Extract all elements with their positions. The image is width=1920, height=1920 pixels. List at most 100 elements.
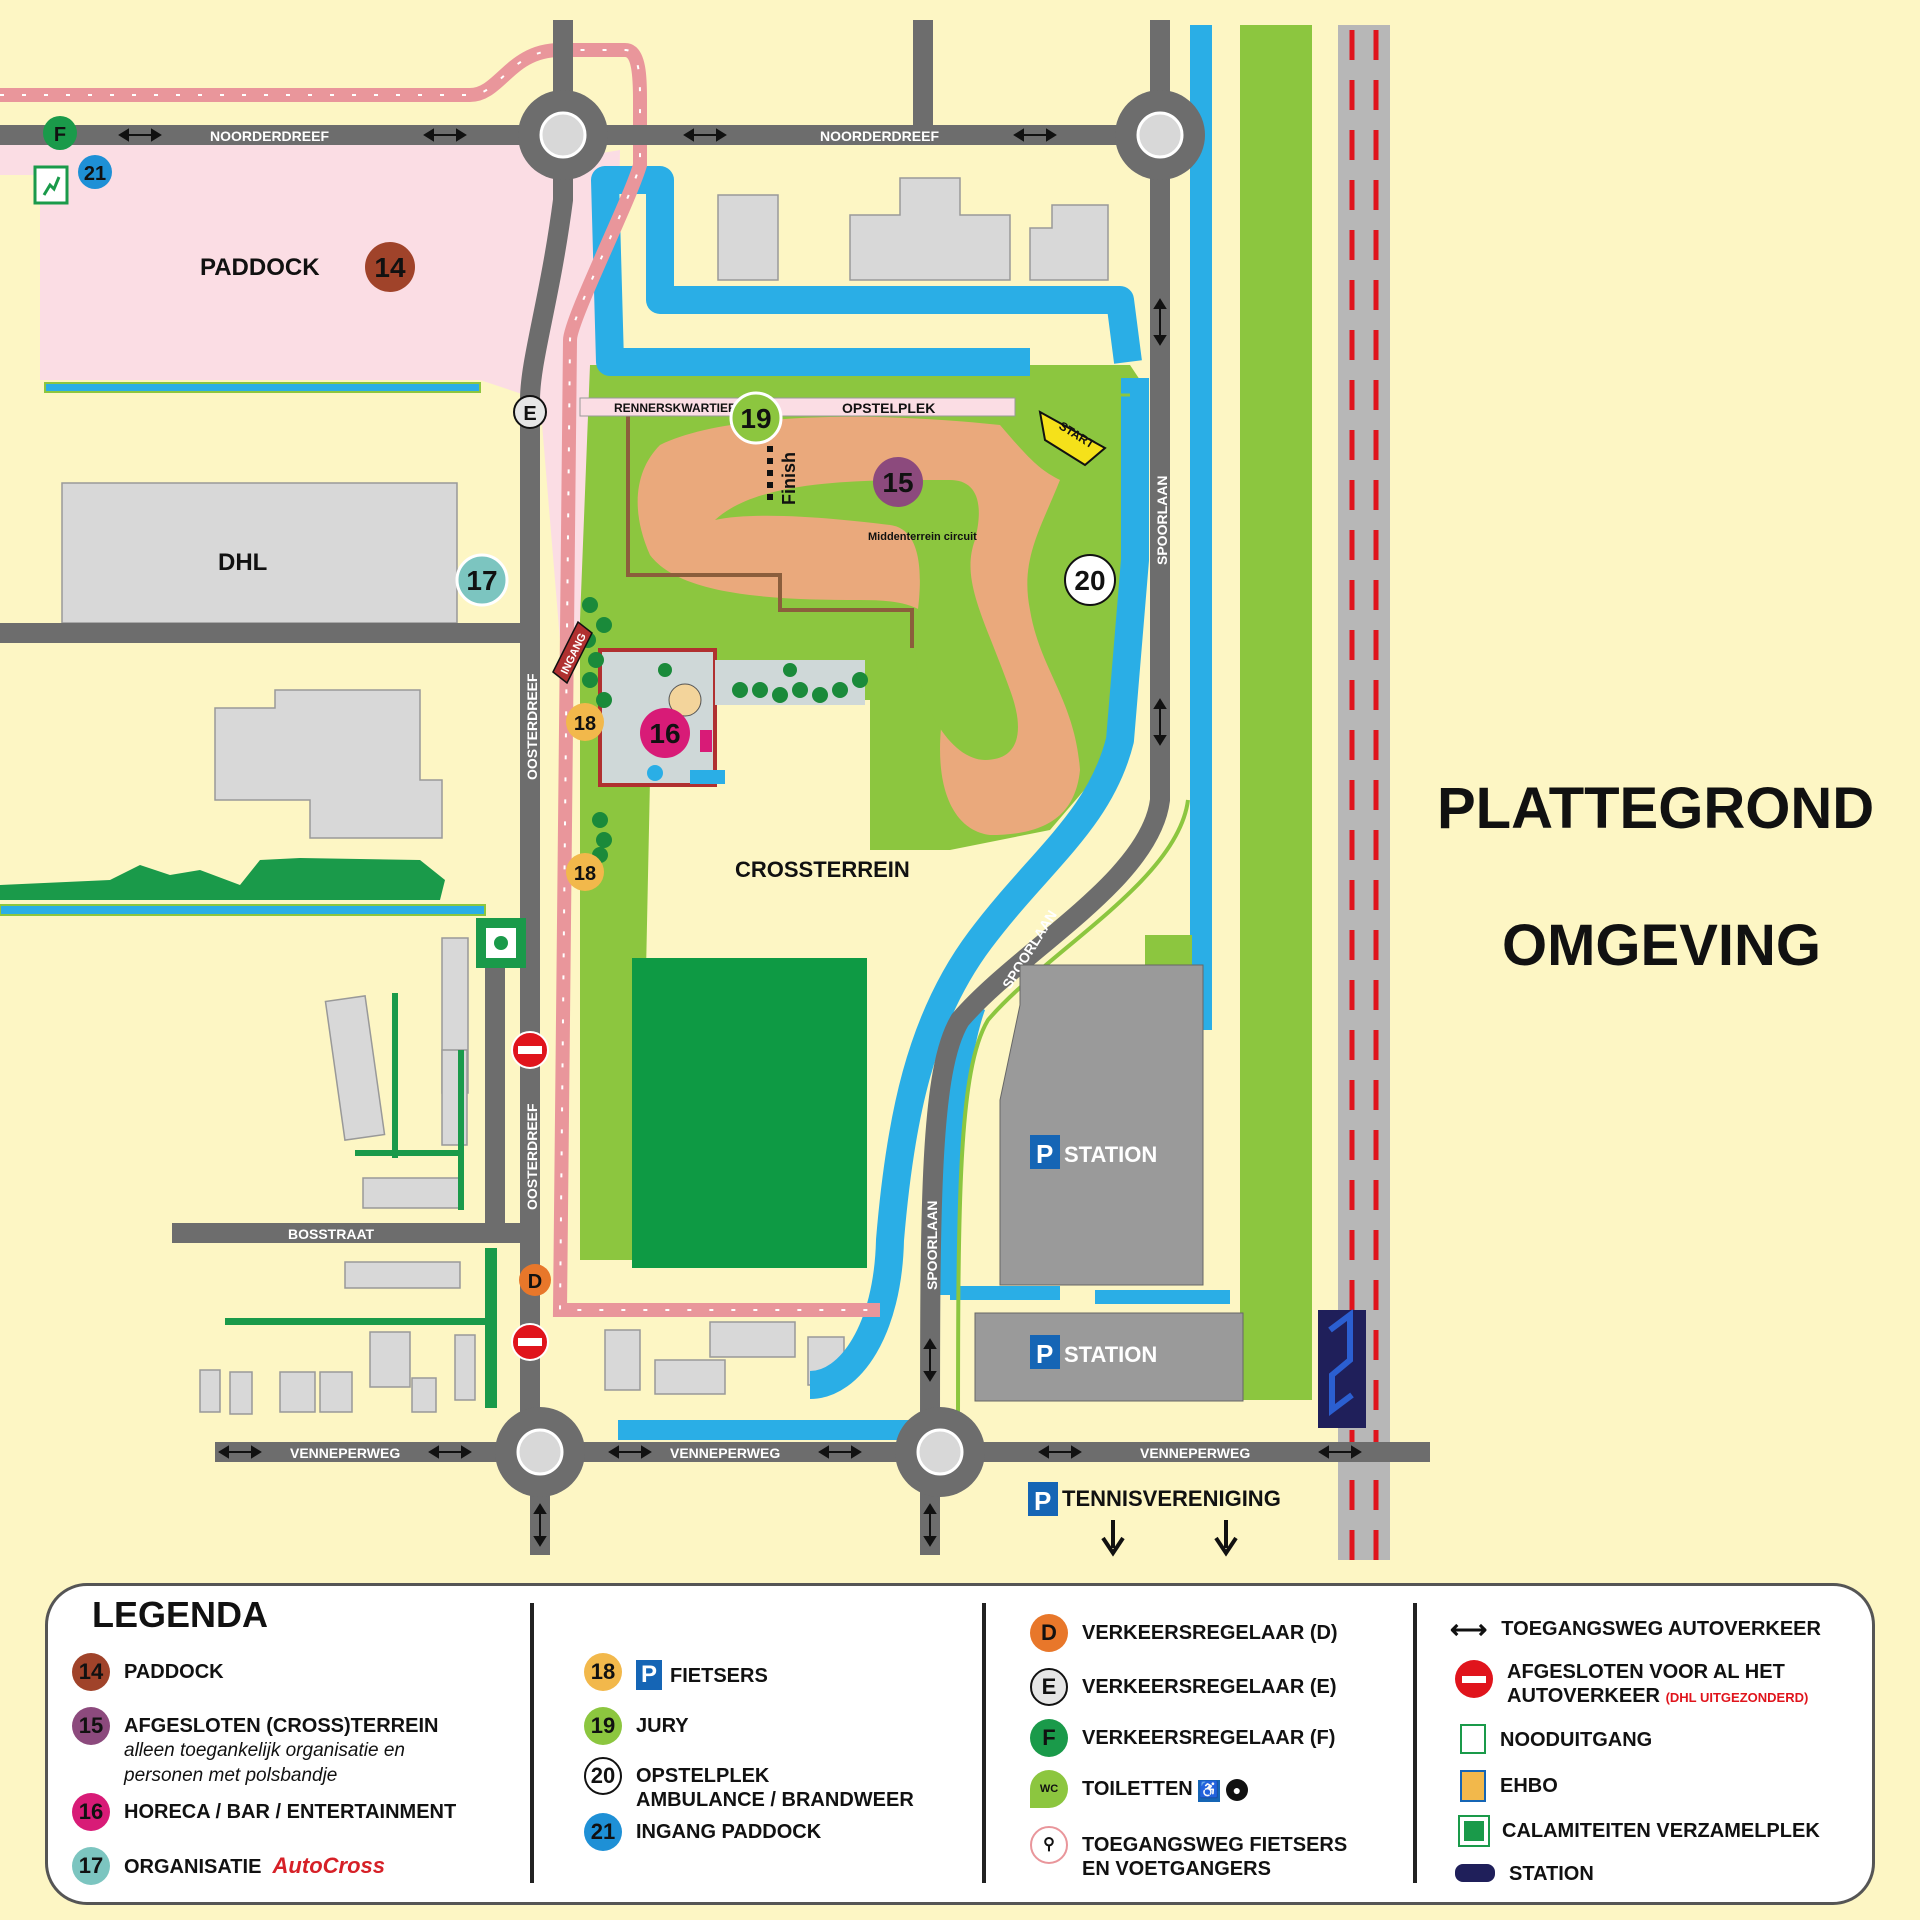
building — [849, 177, 1011, 281]
legend-item-nooduitgang: NOODUITGANG — [1460, 1724, 1652, 1754]
svg-text:P: P — [1036, 1339, 1053, 1369]
svg-text:18: 18 — [574, 713, 596, 735]
arrow-both-icon — [118, 128, 1362, 1547]
station-icon — [1455, 1864, 1495, 1882]
water-canal — [618, 1420, 918, 1440]
title-line-2: OMGEVING — [1502, 913, 1822, 978]
parking-icon: P — [636, 1660, 662, 1690]
dhl-label: DHL — [218, 549, 267, 576]
marker-19: 19 — [729, 391, 783, 445]
paddock-label: PADDOCK — [200, 254, 320, 281]
title-line-1: PLATTEGROND — [1437, 776, 1875, 841]
building — [214, 689, 443, 839]
road-label-noorderdreef: NOORDERDREEF — [820, 128, 939, 144]
road-label-oosterdreef: OOSTERDREEF — [524, 673, 540, 780]
road-label-venneperweg: VENNEPERWEG — [1140, 1445, 1250, 1461]
road-label-spoorlaan: SPOORLAAN — [1154, 476, 1170, 565]
marker-15: 15 — [873, 457, 923, 507]
emergency-exit-icon — [33, 165, 69, 205]
football-field — [632, 958, 867, 1268]
pedestrian-icon: ⚲ — [1030, 1826, 1068, 1864]
legend-item-verzamelplek: CALAMITEITEN VERZAMELPLEK — [1458, 1815, 1820, 1847]
road-label-noorderdreef: NOORDERDREEF — [210, 128, 329, 144]
legend-item-toegangsweg: ⟷ TOEGANGSWEG AUTOVERKEER — [1450, 1614, 1821, 1644]
no-entry-icon — [511, 1323, 549, 1361]
railway-track-dashes — [1349, 30, 1379, 1560]
svg-text:20: 20 — [1074, 565, 1105, 596]
first-aid-icon — [1460, 1770, 1486, 1802]
marker-17: 17 — [455, 553, 509, 607]
roundabouts — [495, 90, 1205, 1497]
svg-text:18: 18 — [574, 863, 596, 885]
buildings — [61, 177, 1109, 1415]
marker-21: 21 — [78, 155, 112, 189]
marker-18: 18 — [566, 703, 604, 741]
opstelplek-label: OPSTELPLEK — [842, 400, 935, 416]
svg-text:21: 21 — [84, 163, 106, 185]
hedge — [0, 858, 445, 900]
building — [1029, 204, 1109, 281]
legend-item-station: STATION — [1455, 1860, 1594, 1886]
paddock-area — [0, 140, 620, 640]
hedges — [225, 993, 497, 1408]
svg-text:19: 19 — [740, 403, 771, 434]
legend-item-organisatie: 17 ORGANISATIE AutoCross — [72, 1847, 385, 1885]
legend-divider — [982, 1603, 986, 1883]
railway — [1338, 25, 1390, 1560]
marker-14: 14 — [365, 242, 415, 292]
middenterrein-label: Middenterrein circuit — [868, 531, 977, 543]
legend-divider — [1413, 1603, 1417, 1883]
svg-text:TENNISVERENIGING: TENNISVERENIGING — [1062, 1486, 1281, 1511]
trees — [580, 597, 868, 863]
assembly-point-icon — [476, 918, 526, 968]
svg-text:15: 15 — [882, 467, 913, 498]
rennerskwartier-label: RENNERSKWARTIER — [614, 401, 737, 415]
toilet-icon: WC — [1030, 1770, 1068, 1808]
ditch — [44, 382, 481, 393]
marker-e: E — [513, 395, 547, 429]
site-map: RENNERSKWARTIER OPSTELPLEK Finish START … — [0, 20, 1430, 1560]
legend-item-verkeersregelaar-e: E VERKEERSREGELAAR (E) — [1030, 1668, 1336, 1706]
marker-f: F — [43, 116, 77, 150]
marker-20: 20 — [1064, 554, 1116, 606]
baby-change-icon: ● — [1225, 1779, 1248, 1801]
road-label-venneperweg: VENNEPERWEG — [290, 1445, 400, 1461]
legend-item-verkeersregelaar-d: D VERKEERSREGELAAR (D) — [1030, 1614, 1338, 1652]
legend-item-jury: 19 JURY — [584, 1707, 689, 1745]
green-strip — [1240, 25, 1312, 1400]
road-label-venneperweg: VENNEPERWEG — [670, 1445, 780, 1461]
no-entry-icon — [1455, 1660, 1493, 1698]
legend-item-ingang-paddock: 21 INGANG PADDOCK — [584, 1813, 821, 1851]
marker-d: D — [519, 1264, 551, 1296]
assembly-point-icon — [1458, 1815, 1490, 1847]
svg-text:STATION: STATION — [1064, 1342, 1157, 1367]
legend-title: LEGENDA — [92, 1594, 269, 1635]
svg-text:E: E — [523, 403, 536, 425]
legend-item-horeca: 16 HORECA / BAR / ENTERTAINMENT — [72, 1793, 456, 1831]
svg-text:14: 14 — [374, 252, 406, 283]
horeca-area — [598, 648, 865, 787]
parking-station-2: P STATION — [1030, 1335, 1157, 1369]
autocross-logo: AutoCross — [272, 1853, 385, 1878]
svg-text:D: D — [528, 1271, 542, 1293]
parking-tennis: P TENNISVERENIGING — [1028, 1482, 1281, 1557]
building-dhl — [61, 482, 458, 624]
station-buildings — [974, 964, 1366, 1428]
water-canal — [1190, 25, 1212, 1030]
emergency-exit-icon — [1460, 1724, 1486, 1754]
building — [717, 194, 779, 281]
rennerskwartier-bar — [579, 397, 1016, 417]
svg-text:STATION: STATION — [1064, 1142, 1157, 1167]
cyclist-path — [0, 43, 880, 1317]
svg-text:P: P — [1034, 1486, 1051, 1516]
arrow-both-icon: ⟷ — [1450, 1614, 1488, 1644]
svg-text:16: 16 — [649, 718, 680, 749]
water-canal — [591, 166, 1149, 1399]
no-entry-icon — [511, 1031, 549, 1069]
finish-label: Finish — [779, 452, 799, 505]
svg-text:17: 17 — [466, 565, 497, 596]
